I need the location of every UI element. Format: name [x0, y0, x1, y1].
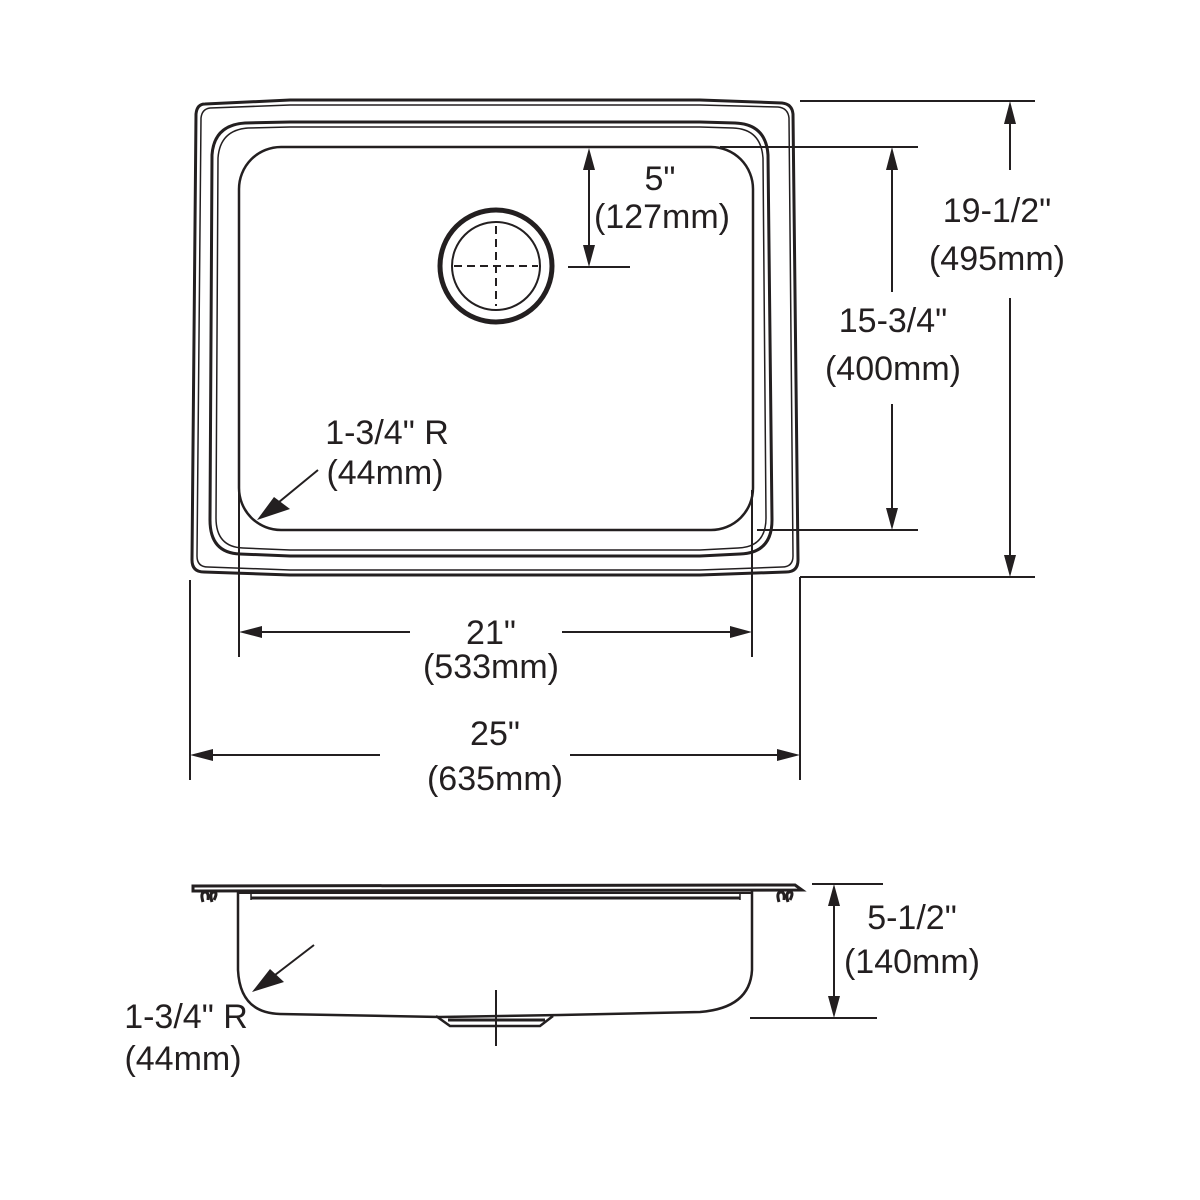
dimension-bowl-width: 21" (533mm) [238, 480, 753, 686]
bowl-width-metric: (533mm) [423, 648, 559, 686]
sink-outer-rim [190, 98, 800, 577]
dimension-bowl-height: 5-1/2" (140mm) [750, 883, 980, 1019]
sink-rim-flange [191, 883, 807, 900]
corner-radius-side-metric: (44mm) [124, 1040, 241, 1078]
overall-width-metric: (635mm) [427, 760, 563, 798]
dimension-drain-offset: 5" (127mm) [568, 148, 730, 268]
sink-inner-ledge [208, 120, 774, 558]
dimension-bowl-depth: 15-3/4" (400mm) [720, 146, 961, 531]
dimension-corner-radius-side: 1-3/4" R (44mm) [124, 944, 315, 1078]
bowl-height-metric: (140mm) [844, 943, 980, 981]
side-view: 5-1/2" (140mm) 1-3/4" R (44mm) [124, 883, 980, 1078]
bowl-width-imperial: 21" [466, 614, 516, 652]
sink-bowl-profile [236, 891, 754, 1019]
top-view: 5" (127mm) 15-3/4" (400mm) 19-1/2" (495m… [189, 98, 1065, 798]
drain-offset-metric: (127mm) [594, 198, 730, 236]
dimension-corner-radius-top: 1-3/4" R (44mm) [257, 414, 449, 520]
drain-icon [437, 207, 555, 325]
corner-radius-side-imperial: 1-3/4" R [124, 998, 248, 1036]
bowl-depth-metric: (400mm) [825, 350, 961, 388]
mounting-clip-icon [200, 890, 794, 903]
bowl-height-imperial: 5-1/2" [867, 899, 957, 937]
bowl-depth-imperial: 15-3/4" [839, 302, 947, 340]
corner-radius-top-imperial: 1-3/4" R [325, 414, 449, 452]
corner-radius-top-metric: (44mm) [326, 454, 443, 492]
drain-offset-imperial: 5" [645, 160, 676, 198]
dimension-overall-depth: 19-1/2" (495mm) [799, 100, 1065, 780]
overall-depth-metric: (495mm) [929, 240, 1065, 278]
overall-depth-imperial: 19-1/2" [943, 192, 1051, 230]
overall-width-imperial: 25" [470, 715, 520, 753]
dimension-overall-width: 25" (635mm) [189, 580, 800, 798]
sink-bowl-outline [237, 145, 755, 532]
